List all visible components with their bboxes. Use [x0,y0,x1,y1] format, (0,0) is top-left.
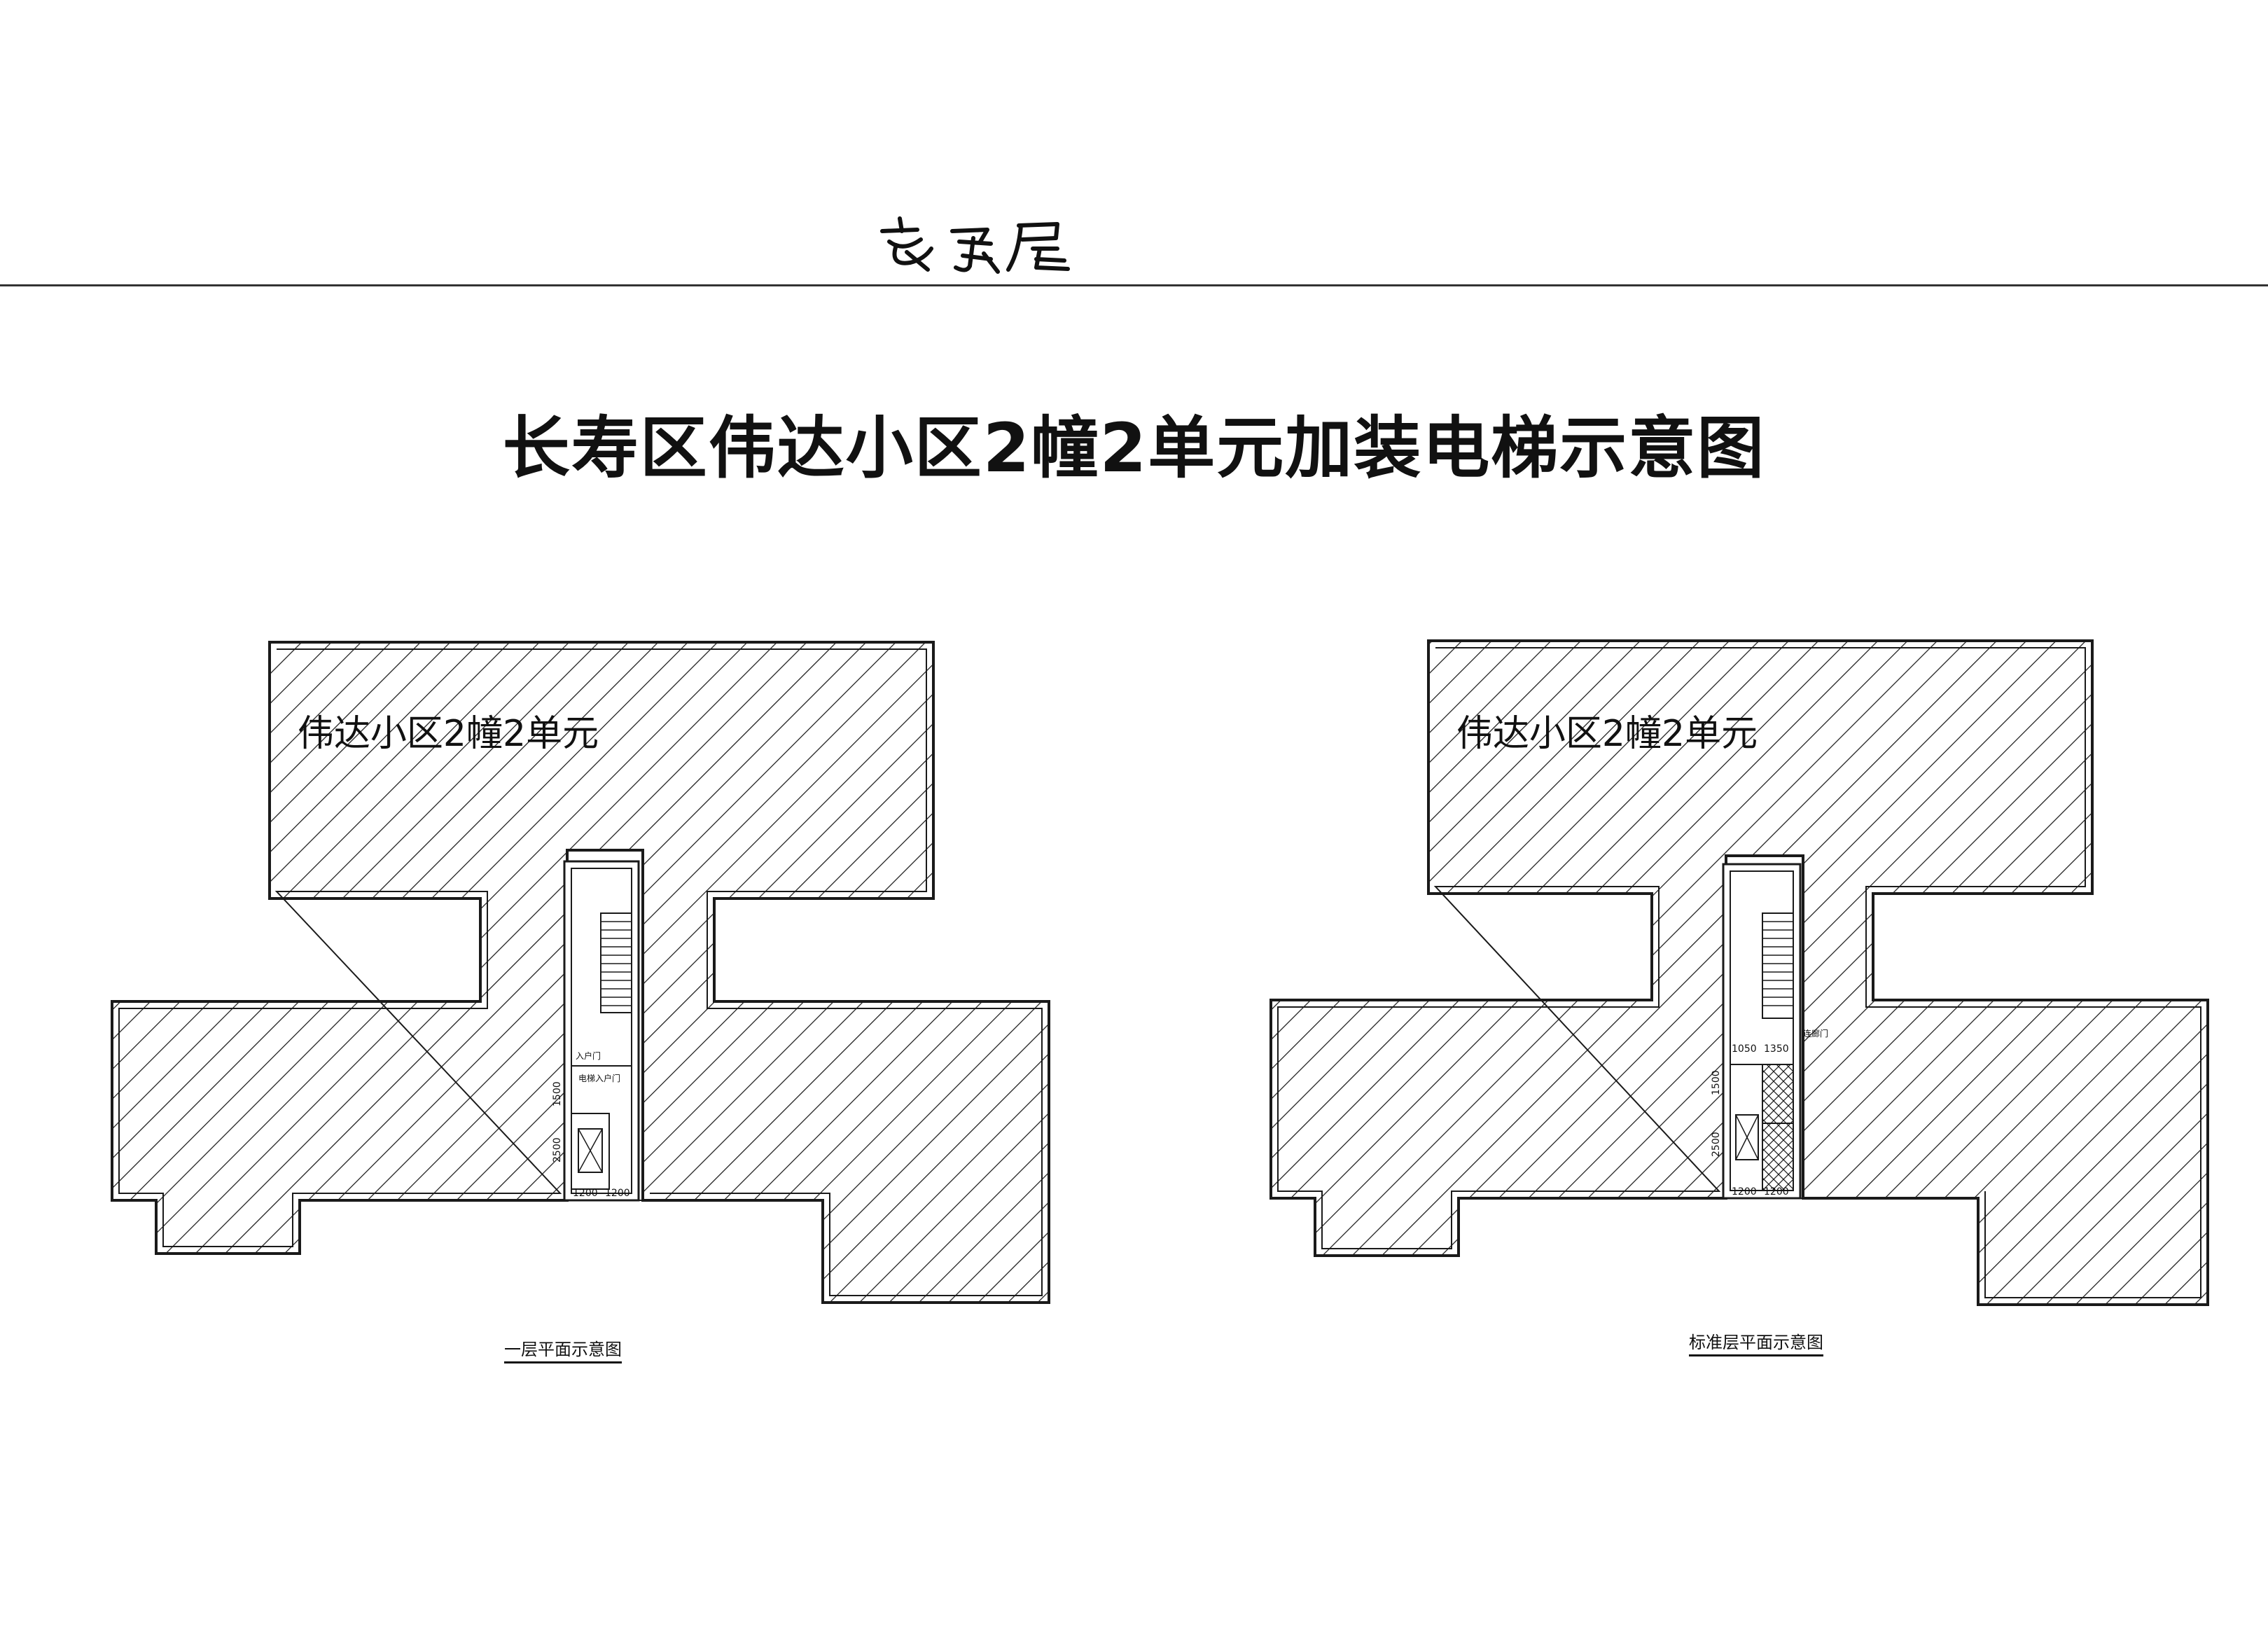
building-label: 伟达小区2幢2单元 [298,713,599,755]
handwritten-signature [880,216,1070,274]
elevator-door-label: 电梯入户门 [578,1073,620,1083]
dim-width-2: 1200 [1764,1186,1789,1198]
dim-width-2: 1200 [605,1188,630,1199]
stair-flight [1762,912,1794,1019]
corridor-hatch [1762,1064,1794,1191]
dim-depth-2: 2500 [552,1137,563,1162]
entrance-label: 入户门 [576,1050,601,1061]
ground-floor-plan: 入户门 电梯入户门 1200 1200 1500 2500 伟达小区2幢2单元 [111,641,1050,1304]
dim-depth-2: 2500 [1711,1132,1722,1157]
dim-depth-1: 1500 [552,1081,563,1106]
dim-top-1: 1050 [1732,1043,1757,1055]
plan-caption-ground: 一层平面示意图 [504,1339,622,1363]
standard-floor-plan: 1050 1350 连廊门 1200 1200 1500 2500 伟达小区2幢… [1269,639,2209,1306]
dim-top-2: 1350 [1764,1043,1789,1055]
dim-width-1: 1200 [573,1188,598,1199]
dim-width-1: 1200 [1732,1186,1757,1198]
building-outline [1269,639,2209,1306]
building-label: 伟达小区2幢2单元 [1456,713,1758,755]
corridor-door-label: 连廊门 [1803,1028,1828,1039]
building-outline [111,641,1050,1304]
header-rule [0,284,2268,286]
plan-caption-standard: 标准层平面示意图 [1689,1332,1823,1356]
dim-depth-1: 1500 [1711,1070,1722,1095]
page-title: 长寿区伟达小区2幢2单元加装电梯示意图 [502,409,1766,487]
